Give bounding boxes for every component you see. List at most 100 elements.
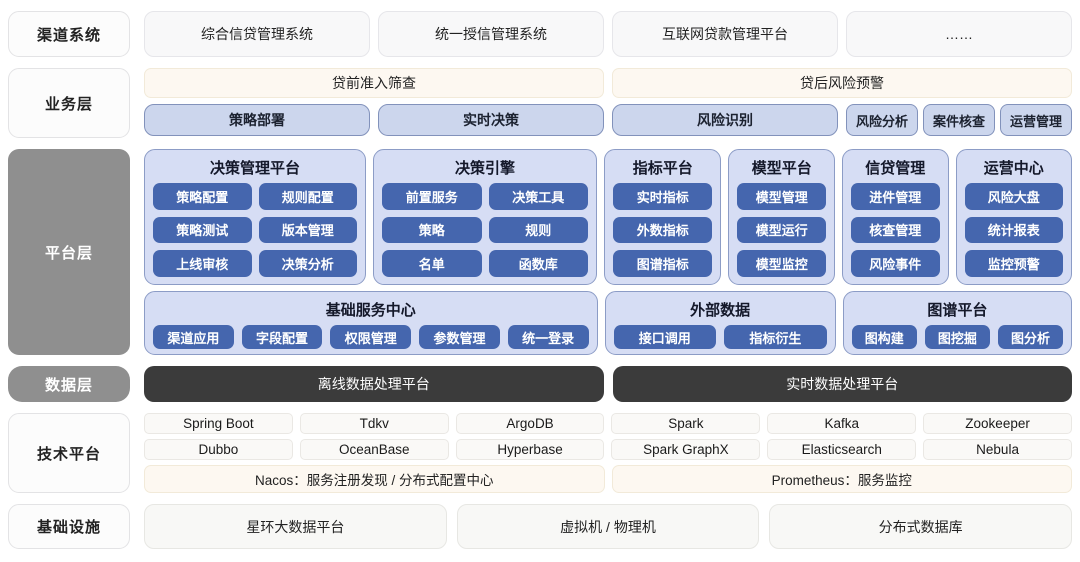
platform-chip: 指标衍生 <box>724 325 827 349</box>
infra-box: 虚拟机 / 物理机 <box>456 504 760 549</box>
channel-layer-label: 渠道系统 <box>8 11 130 57</box>
infra-box: 星环大数据平台 <box>144 504 447 549</box>
platform-content: 决策管理平台 策略配置规则配置策略测试版本管理上线审核决策分析 决策引擎 前置服… <box>144 149 1072 355</box>
tech-chip: OceanBase <box>299 439 449 461</box>
channel-systems: 综合信贷管理系统统一授信管理系统互联网贷款管理平台…… <box>144 11 1072 57</box>
group-chips: 策略配置规则配置策略测试版本管理上线审核决策分析 <box>153 183 357 277</box>
stage-post-loan: 贷后风险预警 <box>612 68 1072 98</box>
channel-system-box: 互联网贷款管理平台 <box>612 11 838 57</box>
data-platforms: 离线数据处理平台实时数据处理平台 <box>144 366 1072 402</box>
platform-chip: 规则 <box>488 216 588 244</box>
platform-chip: 统计报表 <box>964 216 1063 244</box>
business-label-col: 业务层 <box>8 68 130 138</box>
platform-chip: 统一登录 <box>507 325 589 349</box>
business-capability-row: 策略部署 实时决策 风险识别 风险分析案件核查运营管理 <box>144 104 1072 136</box>
group-title: 外部数据 <box>690 302 751 319</box>
tech-chip: Spark GraphX <box>611 439 761 461</box>
platform-chip: 风险大盘 <box>964 183 1063 210</box>
platform-group-decision-engine: 决策引擎 前置服务决策工具策略规则名单函数库 <box>373 149 597 285</box>
platform-chip: 进件管理 <box>850 183 940 210</box>
capability-box-small: 案件核查 <box>923 104 995 136</box>
business-stage-row: 贷前准入筛查 贷后风险预警 <box>144 68 1072 98</box>
group-chips: 图构建图挖掘图分析 <box>851 325 1063 349</box>
platform-chip: 策略 <box>382 216 482 244</box>
group-chips: 渠道应用字段配置权限管理参数管理统一登录 <box>153 325 589 349</box>
platform-chip: 模型监控 <box>737 250 826 277</box>
platform-chip: 核查管理 <box>850 216 940 244</box>
platform-group-model: 模型平台 模型管理模型运行模型监控 <box>728 149 835 285</box>
platform-group-credit: 信贷管理 进件管理核查管理风险事件 <box>841 149 949 285</box>
platform-chip: 权限管理 <box>330 325 412 349</box>
platform-chip: 图分析 <box>997 325 1063 349</box>
tech-chip: Elasticsearch <box>767 439 917 461</box>
group-title: 基础服务中心 <box>325 302 416 319</box>
data-label-col: 数据层 <box>8 366 130 402</box>
stage-pre-loan: 贷前准入筛查 <box>144 68 604 98</box>
group-title: 运营中心 <box>983 160 1044 177</box>
infra-label-col: 基础设施 <box>8 504 130 549</box>
group-chips: 接口调用指标衍生 <box>613 325 827 349</box>
platform-chip: 外数指标 <box>613 216 713 244</box>
group-chips: 前置服务决策工具策略规则名单函数库 <box>382 183 588 277</box>
group-title: 模型平台 <box>751 160 812 177</box>
group-title: 指标平台 <box>632 160 693 177</box>
platform-layer-label: 平台层 <box>8 149 130 355</box>
platform-chip: 图构建 <box>851 325 917 349</box>
tech-label-col: 技术平台 <box>8 413 130 493</box>
platform-chip: 字段配置 <box>241 325 323 349</box>
platform-chip: 监控预警 <box>964 250 1063 277</box>
tech-service-box: Prometheus：服务监控 <box>611 465 1072 494</box>
platform-chip: 版本管理 <box>258 216 357 244</box>
infra-box: 分布式数据库 <box>769 504 1072 549</box>
platform-chip: 图挖掘 <box>924 325 990 349</box>
platform-chip: 策略配置 <box>153 183 252 210</box>
channel-system-box: …… <box>846 11 1072 57</box>
platform-chip: 策略测试 <box>153 216 252 244</box>
tech-service-box: Nacos：服务注册发现 / 分布式配置中心 <box>144 465 605 494</box>
platform-groups-row: 决策管理平台 策略配置规则配置策略测试版本管理上线审核决策分析 决策引擎 前置服… <box>144 149 1072 285</box>
capability-box: 实时决策 <box>378 104 604 136</box>
tech-chip: ArgoDB <box>455 413 605 435</box>
platform-services-row: 基础服务中心 渠道应用字段配置权限管理参数管理统一登录 外部数据 接口调用指标衍… <box>144 291 1072 355</box>
channel-label-col: 渠道系统 <box>8 11 130 57</box>
layer-channel: 渠道系统 综合信贷管理系统统一授信管理系统互联网贷款管理平台…… <box>8 11 1072 57</box>
platform-chip: 函数库 <box>488 250 588 277</box>
infra-boxes: 星环大数据平台虚拟机 / 物理机分布式数据库 <box>144 504 1072 549</box>
platform-chip: 模型运行 <box>737 216 826 244</box>
capability-box-small: 运营管理 <box>1000 104 1072 136</box>
platform-chip: 规则配置 <box>258 183 357 210</box>
platform-chip: 决策工具 <box>488 183 588 210</box>
business-layer-label: 业务层 <box>8 68 130 138</box>
layer-business: 业务层 贷前准入筛查 贷后风险预警 策略部署 实时决策 风险识别 风险分析案件核… <box>8 68 1072 138</box>
platform-chip: 接口调用 <box>613 325 717 349</box>
platform-group-base-services: 基础服务中心 渠道应用字段配置权限管理参数管理统一登录 <box>144 291 598 355</box>
data-platform-box: 离线数据处理平台 <box>144 366 604 402</box>
group-title: 决策管理平台 <box>209 160 300 177</box>
capability-box: 风险识别 <box>612 104 838 136</box>
group-title: 图谱平台 <box>927 302 988 319</box>
platform-group-graph: 图谱平台 图构建图挖掘图分析 <box>842 291 1072 355</box>
platform-label-col: 平台层 <box>8 149 130 355</box>
tech-chip: Spring Boot <box>144 413 293 435</box>
layer-data: 数据层 离线数据处理平台实时数据处理平台 <box>8 366 1072 402</box>
business-content: 贷前准入筛查 贷后风险预警 策略部署 实时决策 风险识别 风险分析案件核查运营管… <box>144 68 1072 138</box>
data-layer-label: 数据层 <box>8 366 130 402</box>
platform-chip: 参数管理 <box>419 325 500 349</box>
platform-chip: 实时指标 <box>613 183 713 210</box>
tech-chip: Hyperbase <box>455 439 605 461</box>
capability-box-small: 风险分析 <box>846 104 918 136</box>
platform-group-operations: 运营中心 风险大盘统计报表监控预警 <box>955 149 1072 285</box>
tech-chip: Kafka <box>767 413 917 435</box>
group-chips: 实时指标外数指标图谱指标 <box>613 183 713 277</box>
tech-chip: Nebula <box>923 439 1072 461</box>
layer-infra: 基础设施 星环大数据平台虚拟机 / 物理机分布式数据库 <box>8 504 1072 549</box>
platform-group-metrics: 指标平台 实时指标外数指标图谱指标 <box>604 149 722 285</box>
data-platform-box: 实时数据处理平台 <box>612 366 1072 402</box>
channel-system-box: 统一授信管理系统 <box>378 11 604 57</box>
